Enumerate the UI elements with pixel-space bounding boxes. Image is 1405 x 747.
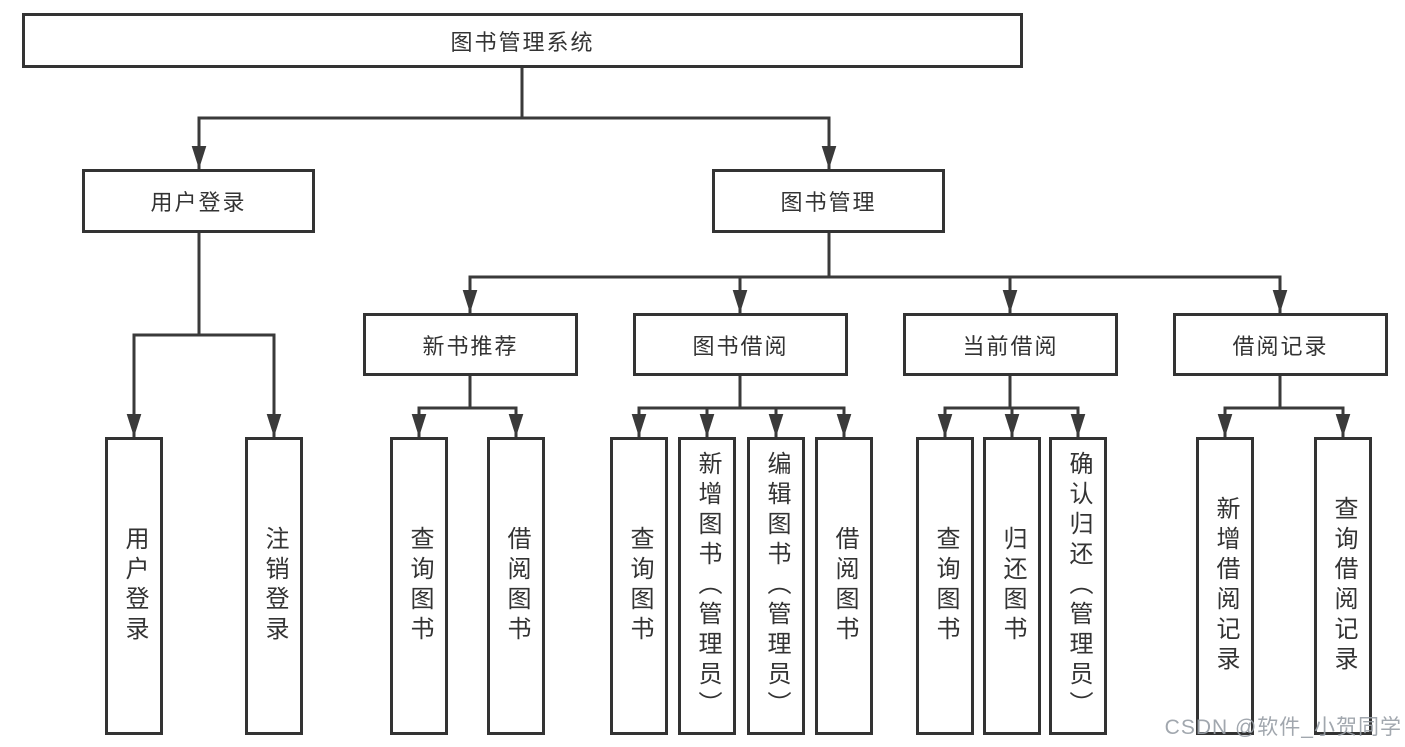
- connector-borrow-records-children: [1217, 375, 1351, 437]
- connector-new-book-recommend-children: [411, 375, 524, 437]
- node-user-login: 用户登录: [82, 169, 315, 233]
- leaf-query-books-borrow: 查询图书: [610, 437, 668, 735]
- node-label: 图书管理: [780, 190, 877, 215]
- node-label: 查询借阅记录: [1330, 496, 1357, 676]
- leaf-edit-books-admin: 编辑图书（管理员）: [747, 437, 805, 735]
- node-label: 查询图书: [626, 526, 653, 646]
- leaf-confirm-return-admin: 确认归还（管理员）: [1049, 437, 1107, 735]
- leaf-logout: 注销登录: [245, 437, 303, 735]
- leaf-query-books-current: 查询图书: [916, 437, 974, 735]
- node-borrow-records: 借阅记录: [1173, 313, 1388, 376]
- leaf-borrow-books-recommend: 借阅图书: [487, 437, 545, 735]
- node-current-borrow: 当前借阅: [903, 313, 1118, 376]
- connector-user-login-children: [126, 231, 282, 437]
- node-label: 当前借阅: [962, 333, 1059, 359]
- node-label: 借阅图书: [831, 526, 858, 646]
- node-label: 图书借阅: [692, 333, 789, 359]
- node-label: 借阅记录: [1232, 333, 1329, 359]
- connector-book-management-children: [462, 231, 1288, 313]
- node-book-borrow: 图书借阅: [633, 313, 848, 376]
- leaf-return-books: 归还图书: [983, 437, 1041, 735]
- node-library-management-system: 图书管理系统: [22, 13, 1023, 68]
- connector-root-to-level2: [191, 66, 837, 169]
- connector-current-borrow-children: [937, 375, 1086, 437]
- node-label: 注销登录: [261, 526, 288, 646]
- node-new-book-recommend: 新书推荐: [363, 313, 578, 376]
- node-label: 编辑图书（管理员）: [763, 451, 790, 721]
- node-label: 新增图书（管理员）: [694, 451, 721, 721]
- node-label: 图书管理系统: [450, 29, 595, 55]
- leaf-query-books-recommend: 查询图书: [390, 437, 448, 735]
- node-label: 新增借阅记录: [1212, 496, 1239, 676]
- leaf-add-books-admin: 新增图书（管理员）: [678, 437, 736, 735]
- node-label: 借阅图书: [503, 526, 530, 646]
- node-label: 查询图书: [406, 526, 433, 646]
- connector-book-borrow-children: [631, 375, 852, 437]
- leaf-add-borrow-record: 新增借阅记录: [1196, 437, 1254, 735]
- leaf-query-borrow-record: 查询借阅记录: [1314, 437, 1372, 735]
- node-label: 查询图书: [932, 526, 959, 646]
- node-label: 新书推荐: [422, 333, 519, 359]
- node-label: 确认归还（管理员）: [1065, 451, 1092, 721]
- node-book-management: 图书管理: [712, 169, 945, 233]
- watermark: CSDN @软件_小贺同学: [1164, 716, 1402, 739]
- node-label: 用户登录: [150, 190, 247, 215]
- leaf-borrow-books: 借阅图书: [815, 437, 873, 735]
- leaf-user-login: 用户登录: [105, 437, 163, 735]
- node-label: 归还图书: [999, 526, 1026, 646]
- node-label: 用户登录: [121, 526, 148, 646]
